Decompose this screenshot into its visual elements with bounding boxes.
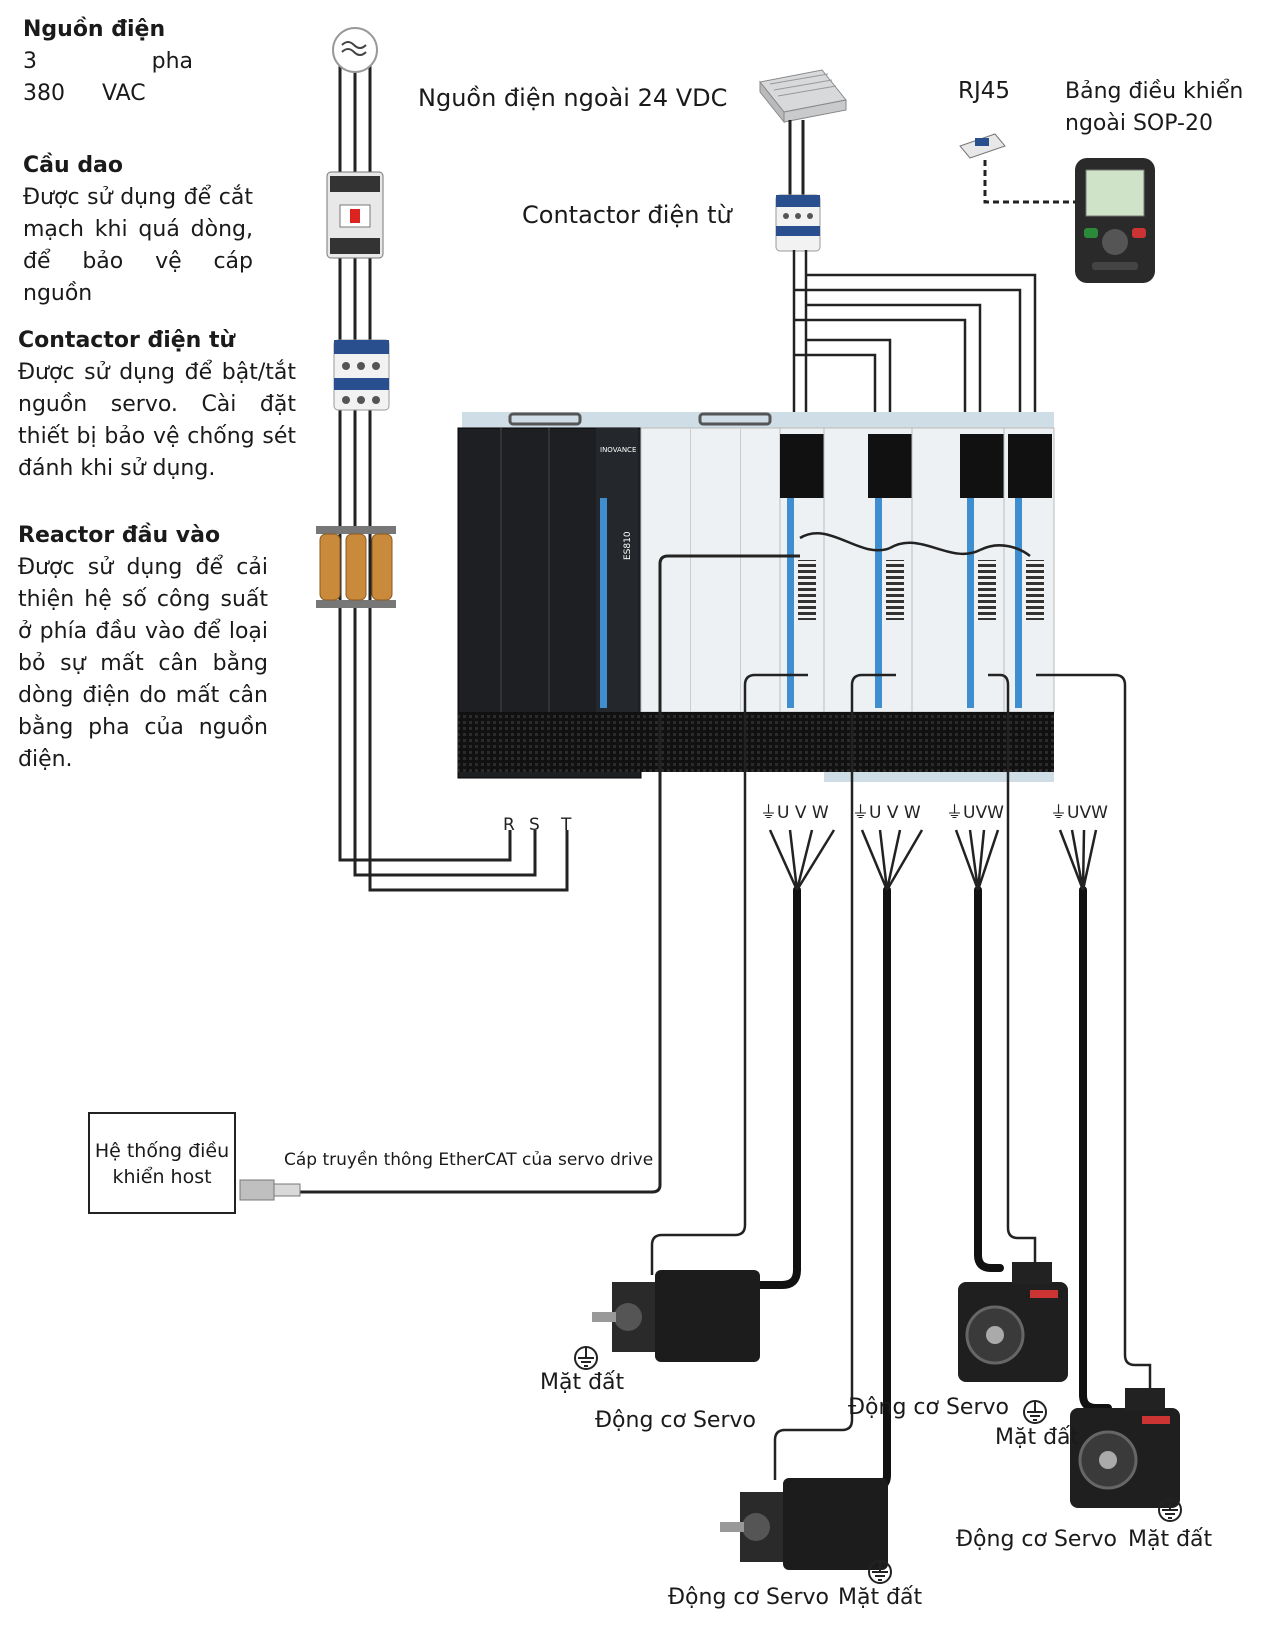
motor1-ground-label: Mặt đất <box>540 1370 625 1395</box>
ethercat-host-cable <box>300 554 800 1194</box>
uvw-fanout <box>768 829 1098 891</box>
contactor-desc: Được sử dụng để bật/tắt nguồn servo. Cài… <box>18 360 296 481</box>
rj45-label: RJ45 <box>958 78 1011 104</box>
circuit-breaker-icon <box>326 171 384 259</box>
reactor-icon <box>316 526 396 608</box>
motor-terminals-1: ⏚U V W <box>760 803 829 823</box>
ground-icons <box>574 1346 1182 1584</box>
drive-model-text: ES810 <box>623 531 633 560</box>
motor1-name-label: Động cơ Servo <box>595 1408 756 1433</box>
rj45-plug-icon <box>239 1179 301 1201</box>
servo-motor-1-icon <box>592 1270 760 1362</box>
breaker-section: Cầu dao Được sử dụng để cắt mạch khi quá… <box>23 150 253 310</box>
motor4-name-label: Động cơ Servo <box>956 1527 1117 1552</box>
contactor-icon <box>333 339 390 411</box>
servo-motor-2-icon <box>720 1478 888 1570</box>
dc-power-supply-icon <box>759 69 847 124</box>
motor-terminals-3: ⏚UVW <box>946 803 1004 823</box>
terminal-t: T <box>560 815 572 835</box>
motor-terminals-4: ⏚UVW <box>1050 803 1108 823</box>
motor-terminals-2: ⏚U V W <box>852 803 921 823</box>
reactor-title: Reactor đầu vào <box>18 523 221 548</box>
servo-motor-4-icon <box>1070 1388 1180 1508</box>
motor3-name-label: Động cơ Servo <box>848 1395 1009 1420</box>
motor4-ground-label: Mặt đất <box>1128 1527 1213 1552</box>
breaker-title: Cầu dao <box>23 153 124 178</box>
ground-icon-2 <box>868 1560 892 1584</box>
mains-wires <box>338 60 569 892</box>
ext-power-label: Nguồn điện ngoài 24 VDC <box>418 84 728 112</box>
host-controller-box: Hệ thống điều khiển host <box>88 1112 236 1214</box>
power-section: Nguồn điện 3 pha 380 VAC <box>23 14 193 110</box>
ground-icon-3 <box>1023 1400 1047 1424</box>
ac-source-icon <box>332 27 378 73</box>
contactor2-label: Contactor điện từ <box>522 201 732 229</box>
power-desc: 3 pha 380 VAC <box>23 49 193 106</box>
servo-drive-rack <box>457 412 1055 782</box>
reactor-desc: Được sử dụng để cải thiện hệ số công suấ… <box>18 555 268 772</box>
motor3-ground-label: Mặt đất <box>995 1425 1080 1450</box>
control-panel-icon <box>1075 158 1155 283</box>
contactor-2-icon <box>775 194 821 252</box>
motor2-name-label: Động cơ Servo <box>668 1585 829 1610</box>
rj45-cable <box>983 160 1075 204</box>
servo-motor-3-icon <box>958 1262 1068 1382</box>
rj45-connector-icon <box>959 133 1006 159</box>
ground-icon-4 <box>1158 1498 1182 1522</box>
dc-wires <box>788 120 805 195</box>
reactor-section: Reactor đầu vào Được sử dụng để cải thiệ… <box>18 520 268 776</box>
dc-distribution-wires <box>792 250 1037 412</box>
power-title: Nguồn điện <box>23 17 166 42</box>
drive-brand-text: INOVANCE <box>600 446 636 454</box>
motor2-ground-label: Mặt đất <box>838 1585 923 1610</box>
panel-label: Bảng điều khiển ngoài SOP-20 <box>1065 79 1244 136</box>
terminal-s: S <box>529 815 540 835</box>
ethercat-label: Cáp truyền thông EtherCAT của servo driv… <box>284 1150 654 1170</box>
contactor-title: Contactor điện từ <box>18 328 236 353</box>
ethercat-chain <box>799 532 1031 557</box>
ground-icon-1 <box>574 1346 598 1370</box>
contactor-section: Contactor điện từ Được sử dụng để bật/tắ… <box>18 325 296 485</box>
terminal-r: R <box>503 815 515 835</box>
breaker-desc: Được sử dụng để cắt mạch khi quá dòng, đ… <box>23 185 253 306</box>
encoder-cables <box>650 673 1152 1480</box>
